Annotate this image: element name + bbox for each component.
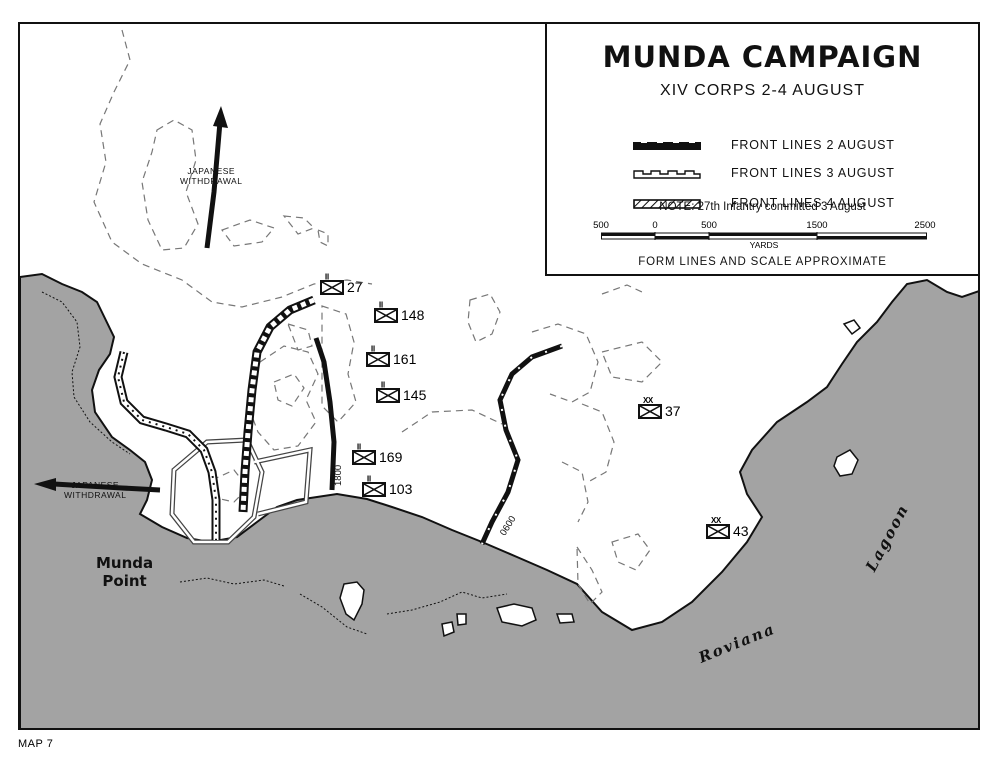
legend-item-label: FRONT LINES 4 AUGUST (731, 196, 895, 210)
island (456, 613, 467, 626)
scale-tick-label: 0 (652, 220, 658, 231)
regiment-echelon-mark: ||| (325, 274, 329, 280)
withdrawal-label: JAPANESE WITHDRAWAL (180, 166, 243, 186)
arrow-icon (34, 478, 161, 493)
regiment-echelon-mark: ||| (357, 444, 361, 450)
front-lines-3-august (238, 295, 316, 513)
infantry-unit-symbol (376, 388, 400, 403)
legend-box: MUNDA CAMPAIGN XIV CORPS 2-4 AUGUST FRON… (545, 22, 980, 276)
island (441, 621, 455, 638)
time-label-1800: 1800 (333, 464, 344, 486)
scale-tick-label: 500 (593, 220, 609, 231)
solid-line-symbol (633, 141, 701, 150)
reef-line (299, 593, 368, 635)
infantry-unit-symbol (638, 404, 662, 419)
legend-item-label: FRONT LINES 2 AUGUST (731, 138, 895, 152)
unit-number: 43 (733, 523, 749, 539)
map-title: MUNDA CAMPAIGN (602, 40, 923, 74)
unit-number: 148 (401, 307, 425, 323)
division-echelon-mark: XX (711, 516, 721, 525)
scale-tick-label: 500 (701, 220, 717, 231)
island (842, 319, 862, 336)
form-lines-note: FORM LINES AND SCALE APPROXIMATE (638, 256, 887, 268)
map-canvas (20, 29, 978, 728)
island (496, 603, 537, 627)
munda-airfield-inner (170, 438, 312, 544)
scale-bar-graphic (601, 232, 927, 240)
unit-number: 169 (379, 449, 403, 465)
scale-bar: 500 0 500 1500 2500 YARDS (589, 220, 939, 250)
scale-units: YARDS (749, 240, 779, 250)
infantry-unit-symbol (366, 352, 390, 367)
legend-item-label: FRONT LINES 3 AUGUST (731, 166, 895, 180)
island (833, 449, 859, 477)
infantry-unit-symbol (320, 280, 344, 295)
front-lines-2-august (313, 337, 563, 546)
munda-point-label: Munda Point (96, 554, 154, 590)
scale-tick-label: 1500 (806, 220, 828, 231)
arrow-icon (204, 106, 228, 249)
infantry-unit-symbol (706, 524, 730, 539)
infantry-unit-symbol (362, 482, 386, 497)
legend-note: NOTE: 27th Infantry committed 3 August (659, 201, 866, 213)
unit-number: 161 (393, 351, 417, 367)
unit-number: 103 (389, 481, 413, 497)
unit-number: 145 (403, 387, 427, 403)
division-echelon-mark: XX (643, 396, 653, 405)
infantry-unit-symbol (352, 450, 376, 465)
reef-line (386, 591, 508, 615)
unit-number: 37 (665, 403, 681, 419)
map-number: MAP 7 (18, 738, 54, 750)
regiment-echelon-mark: ||| (371, 346, 375, 352)
withdrawal-label: JAPANESE WITHDRAWAL (64, 480, 127, 500)
infantry-unit-symbol (374, 308, 398, 323)
regiment-echelon-mark: ||| (367, 476, 371, 482)
regiment-echelon-mark: ||| (379, 302, 383, 308)
island (555, 613, 575, 624)
scale-tick-label: 2500 (914, 220, 936, 231)
reef-line (179, 577, 285, 587)
front-lines-4-august (113, 350, 221, 540)
map-subtitle: XIV CORPS 2-4 AUGUST (660, 82, 865, 99)
island (339, 581, 365, 622)
regiment-echelon-mark: ||| (381, 382, 385, 388)
open-line-symbol (633, 170, 701, 179)
unit-number: 27 (347, 279, 363, 295)
reef-line (41, 291, 131, 455)
hatched-line-symbol (633, 199, 701, 209)
